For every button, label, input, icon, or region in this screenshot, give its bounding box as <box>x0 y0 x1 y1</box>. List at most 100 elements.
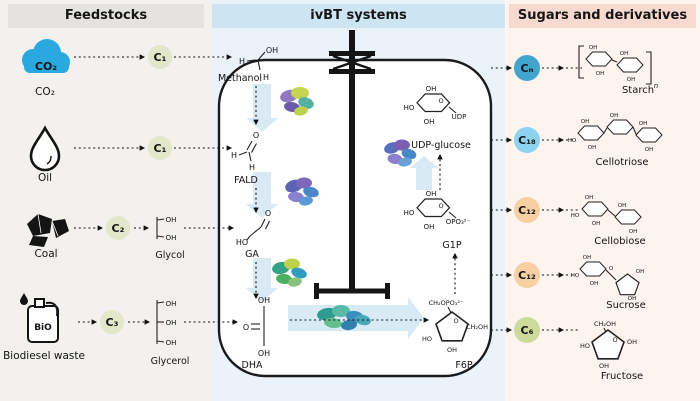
product-label-sucrose: Sucrose <box>606 300 646 311</box>
svg-text:CH₂OH: CH₂OH <box>466 323 488 331</box>
carbon-badge-c2-coal: C₂ <box>106 216 130 240</box>
f6p-label: F6P <box>455 360 473 371</box>
svg-text:H: H <box>263 73 269 82</box>
svg-text:OH: OH <box>610 113 618 119</box>
svg-text:C₁: C₁ <box>154 142 167 155</box>
f6p-structure: CH₂OPO₃²⁻ O HO OH CH₂OH F6P <box>422 299 488 371</box>
methanol-label: Methanol <box>218 73 262 84</box>
glycerol-structure: OH OH OH Glycerol <box>151 300 190 367</box>
enzyme-blob-3 <box>272 258 307 287</box>
stirrer-coupling <box>329 51 375 74</box>
svg-text:O: O <box>438 202 443 210</box>
svg-text:OH: OH <box>599 362 609 370</box>
glycol-structure: OH OH Glycol <box>155 216 184 261</box>
svg-text:H: H <box>239 57 245 66</box>
dha-structure: OH OH O DHA <box>242 296 271 371</box>
oil-drop-icon <box>29 125 61 172</box>
svg-text:OH: OH <box>620 51 628 57</box>
svg-text:O: O <box>453 317 458 325</box>
svg-text:OH: OH <box>618 203 626 209</box>
cellotriose-structure: HO OH OH OH OH OH Cellotriose <box>566 113 663 168</box>
udp-glucose-label: UDP-glucose <box>411 140 471 151</box>
svg-text:OH: OH <box>166 216 177 224</box>
g1p-structure: O OH HO OH OPO₃²⁻ G1P <box>404 190 471 251</box>
svg-text:n: n <box>654 82 658 90</box>
svg-text:HO: HO <box>571 213 580 219</box>
cellobiose-structure: HO OH OH OH OH Cellobiose <box>566 195 646 247</box>
carbon-badge-c1-oil: C₁ <box>148 136 172 160</box>
carbon-badge-c3-biodiesel: C₃ <box>100 310 124 334</box>
svg-text:OH: OH <box>629 229 637 235</box>
svg-text:OH: OH <box>590 281 598 287</box>
ga-structure: O HO GA <box>236 209 271 260</box>
svg-text:HO: HO <box>404 209 415 217</box>
product-label-cellobiose: Cellobiose <box>594 236 645 247</box>
svg-text:C₃: C₃ <box>106 316 119 329</box>
svg-text:HO: HO <box>422 335 432 343</box>
svg-text:HO: HO <box>580 342 590 350</box>
dotted-arrows-reactor <box>253 86 458 323</box>
svg-text:O: O <box>265 209 271 218</box>
flow-arrow-down-2 <box>246 172 278 218</box>
svg-text:OH: OH <box>636 269 644 275</box>
feedstock-label-biodiesel: Biodiesel waste <box>3 350 85 362</box>
dotted-arrows-right <box>491 65 565 333</box>
svg-text:UDP: UDP <box>452 113 467 121</box>
svg-text:HO: HO <box>404 104 415 112</box>
sucrose-structure: O OH HO OH OH OH Sucrose <box>566 255 646 311</box>
carbon-badge-c12-sucrose: C₁₂ <box>514 262 540 288</box>
svg-text:OH: OH <box>166 234 177 242</box>
svg-text:C₁₂: C₁₂ <box>518 204 536 217</box>
carbon-badge-c18: C₁₈ <box>514 127 540 153</box>
ga-label: GA <box>245 249 259 260</box>
svg-text:H: H <box>231 151 237 160</box>
co2-cloud-icon: CO₂ <box>22 39 70 73</box>
svg-text:OH: OH <box>583 255 591 261</box>
svg-text:OH: OH <box>424 118 435 126</box>
feedstock-label-coal: Coal <box>34 248 57 260</box>
svg-text:C₁₈: C₁₈ <box>518 134 536 147</box>
svg-text:OH: OH <box>426 190 437 198</box>
product-label-starch: Starch <box>622 85 654 96</box>
starch-structure: n OH OH OH OH Starch <box>566 45 658 96</box>
svg-text:CH₂OH: CH₂OH <box>594 320 616 328</box>
svg-text:OH: OH <box>426 85 437 93</box>
ivbt-header: ivBT systems <box>212 4 505 28</box>
svg-text:O: O <box>609 266 614 272</box>
svg-text:OH: OH <box>627 338 637 346</box>
flow-arrow-up <box>410 156 438 190</box>
fructose-structure: CH₂OH O HO OH OH Fructose <box>566 320 643 382</box>
dha-label: DHA <box>242 360 263 371</box>
svg-text:OH: OH <box>628 296 636 302</box>
svg-text:OH: OH <box>645 147 653 153</box>
svg-text:H: H <box>249 163 255 172</box>
svg-text:HO: HO <box>568 138 577 144</box>
fald-label: FALD <box>234 175 258 186</box>
svg-text:OH: OH <box>581 119 589 125</box>
svg-text:C₁: C₁ <box>154 51 167 64</box>
product-label-cellotriose: Cellotriose <box>595 157 648 168</box>
stirrer-shaft <box>349 30 355 292</box>
stirrer-impeller <box>314 283 390 299</box>
svg-text:OH: OH <box>596 71 604 77</box>
methanol-structure: OH H H Methanol <box>218 46 278 84</box>
svg-text:HO: HO <box>571 273 580 279</box>
jug-icon-text: BiO <box>34 323 52 333</box>
svg-text:C₆: C₆ <box>521 324 534 337</box>
svg-text:OH: OH <box>166 319 177 327</box>
svg-text:O: O <box>243 323 249 332</box>
svg-text:O: O <box>438 97 443 105</box>
glycerol-label: Glycerol <box>151 356 190 367</box>
svg-text:OH: OH <box>166 339 177 347</box>
svg-text:OH: OH <box>258 296 270 305</box>
svg-text:OH: OH <box>592 221 600 227</box>
feedstocks-header: Feedstocks <box>8 4 204 28</box>
products-header: Sugars and derivatives <box>509 4 696 28</box>
svg-text:OH: OH <box>639 121 647 127</box>
feedstock-label-oil: Oil <box>38 172 52 184</box>
svg-text:C₂: C₂ <box>112 222 125 235</box>
g1p-label: G1P <box>442 240 461 251</box>
svg-text:OH: OH <box>266 46 278 55</box>
